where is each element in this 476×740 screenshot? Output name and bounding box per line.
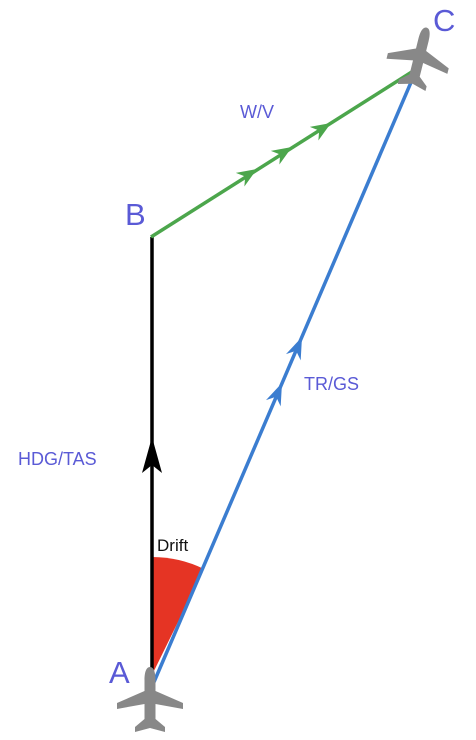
point-label-a: A [109, 655, 130, 690]
track-arrowhead-1 [265, 383, 282, 407]
wind-arrowhead-2 [270, 147, 292, 165]
drift-angle-label: Drift [157, 536, 188, 555]
track-arrowhead-2 [285, 337, 302, 361]
heading-arrowhead [142, 437, 162, 473]
wind-label: W/V [240, 102, 274, 122]
heading-label: HDG/TAS [18, 449, 97, 469]
track-label: TR/GS [304, 374, 359, 394]
track-vector-line [152, 65, 420, 683]
wind-arrowhead-1 [235, 169, 257, 187]
wind-arrowhead-3 [309, 123, 331, 141]
point-label-c: C [433, 3, 455, 38]
point-label-b: B [125, 197, 146, 232]
drift-angle-wedge [152, 556, 204, 675]
